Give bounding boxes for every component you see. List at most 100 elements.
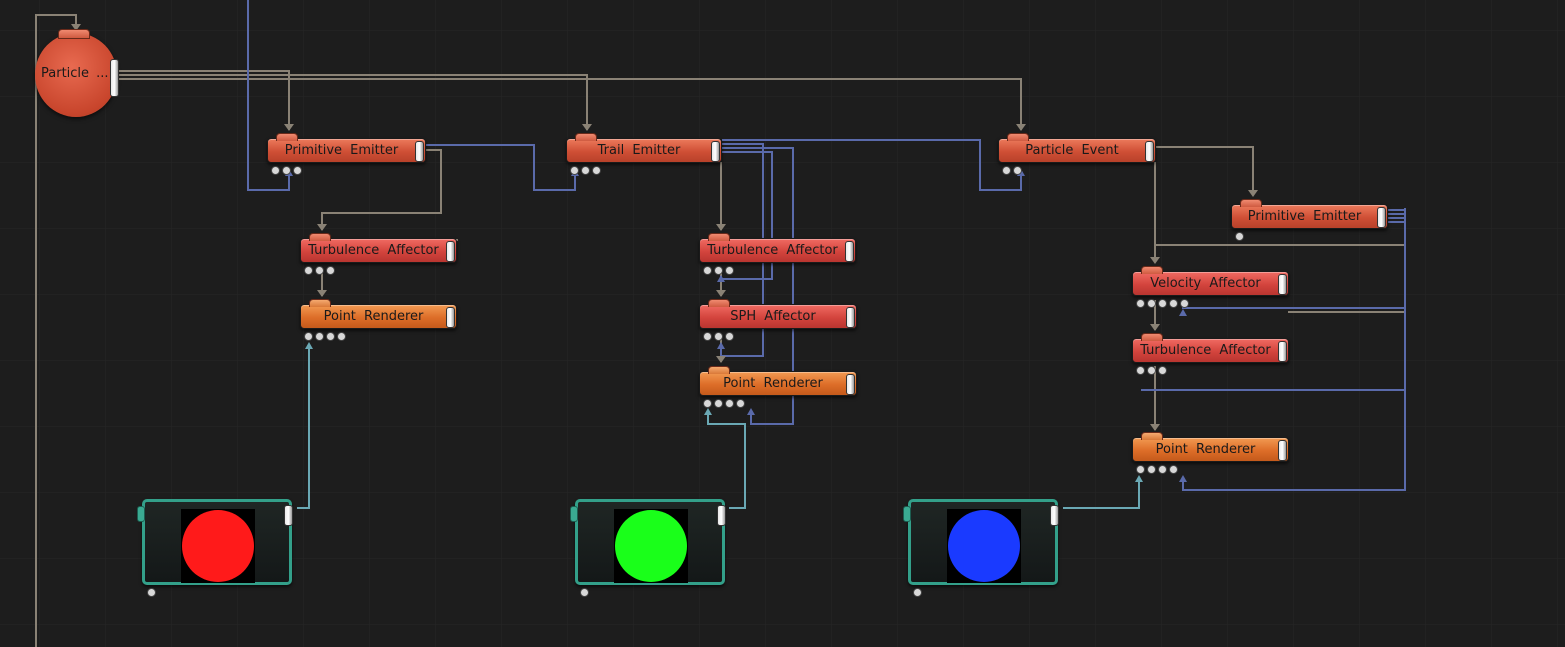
node-input-tab[interactable] — [309, 299, 331, 307]
param-port[interactable] — [592, 166, 601, 175]
param-port[interactable] — [271, 166, 280, 175]
param-port[interactable] — [1136, 465, 1145, 474]
node-output-handle[interactable] — [446, 241, 455, 262]
node-output-handle[interactable] — [846, 374, 855, 395]
node-input-tab[interactable] — [1240, 199, 1262, 207]
node-input-tab[interactable] — [708, 366, 730, 374]
param-port[interactable] — [1158, 299, 1167, 308]
node-input-tab[interactable] — [276, 133, 298, 141]
node-label: Point Renderer — [1155, 442, 1256, 457]
node-output-handle[interactable] — [1278, 440, 1287, 461]
param-port[interactable] — [315, 332, 324, 341]
param-port[interactable] — [1235, 232, 1244, 241]
point-renderer-node[interactable]: Point Renderer — [300, 299, 457, 341]
node-input-tab[interactable] — [309, 233, 331, 241]
param-port[interactable] — [326, 332, 335, 341]
velocity-affector-node[interactable]: Velocity Affector — [1132, 266, 1289, 308]
node-output-handle[interactable] — [717, 505, 726, 526]
primitive-emitter-node[interactable]: Primitive Emitter — [1231, 199, 1388, 241]
param-port[interactable] — [714, 399, 723, 408]
param-port[interactable] — [1180, 299, 1189, 308]
param-port[interactable] — [304, 332, 313, 341]
node-input-tab[interactable] — [1007, 133, 1029, 141]
param-port[interactable] — [337, 332, 346, 341]
param-port[interactable] — [1158, 465, 1167, 474]
red-circle-image — [182, 510, 254, 582]
param-port[interactable] — [1147, 465, 1156, 474]
turbulence-affector-node[interactable]: Turbulence Affector — [300, 233, 457, 275]
image-node[interactable] — [137, 499, 293, 597]
node-input-tab[interactable] — [137, 506, 145, 522]
param-port[interactable] — [293, 166, 302, 175]
node-output-handle[interactable] — [711, 141, 720, 162]
turbulence-affector-node[interactable]: Turbulence Affector — [1132, 333, 1289, 375]
param-port[interactable] — [1158, 366, 1167, 375]
trail-emitter-node[interactable]: Trail Emitter — [566, 133, 722, 175]
param-port[interactable] — [725, 332, 734, 341]
node-output-handle[interactable] — [1278, 341, 1287, 362]
node-input-tab[interactable] — [1141, 266, 1163, 274]
param-port[interactable] — [1169, 299, 1178, 308]
param-port[interactable] — [725, 399, 734, 408]
param-port[interactable] — [304, 266, 313, 275]
param-port[interactable] — [1169, 465, 1178, 474]
param-port[interactable] — [703, 399, 712, 408]
param-wires — [247, 0, 1406, 491]
node-label: Particle ... — [41, 66, 109, 81]
node-output-handle[interactable] — [415, 141, 424, 162]
node-output-handle[interactable] — [1145, 141, 1154, 162]
point-renderer-node[interactable]: Point Renderer — [699, 366, 857, 408]
node-input-tab[interactable] — [708, 299, 730, 307]
param-port[interactable] — [326, 266, 335, 275]
node-output-handle[interactable] — [846, 307, 855, 328]
param-port[interactable] — [1147, 299, 1156, 308]
node-output-handle[interactable] — [845, 241, 854, 262]
param-port[interactable] — [315, 266, 324, 275]
node-input-tab[interactable] — [575, 133, 597, 141]
node-output-handle[interactable] — [1377, 207, 1386, 228]
node-input-tab[interactable] — [1141, 432, 1163, 440]
param-port[interactable] — [714, 332, 723, 341]
param-port[interactable] — [282, 166, 291, 175]
param-port[interactable] — [1013, 166, 1022, 175]
param-port[interactable] — [570, 166, 579, 175]
point-renderer-node[interactable]: Point Renderer — [1132, 432, 1289, 474]
param-port[interactable] — [581, 166, 590, 175]
particle-event-node[interactable]: Particle Event — [998, 133, 1156, 175]
param-port[interactable] — [913, 588, 922, 597]
param-port[interactable] — [1136, 299, 1145, 308]
param-port[interactable] — [703, 332, 712, 341]
image-wires — [297, 345, 1140, 509]
node-output-handle[interactable] — [110, 59, 119, 97]
param-port[interactable] — [703, 266, 712, 275]
image-thumbnail — [181, 509, 255, 583]
primitive-emitter-node[interactable]: Primitive Emitter — [267, 133, 426, 175]
image-node[interactable] — [570, 499, 726, 597]
param-port[interactable] — [1147, 366, 1156, 375]
param-port[interactable] — [147, 588, 156, 597]
param-port[interactable] — [736, 399, 745, 408]
node-input-tab[interactable] — [708, 233, 730, 241]
param-port[interactable] — [580, 588, 589, 597]
node-output-handle[interactable] — [1050, 505, 1059, 526]
node-input-tab[interactable] — [1141, 333, 1163, 341]
param-port[interactable] — [1136, 366, 1145, 375]
turbulence-affector-node[interactable]: Turbulence Affector — [699, 233, 856, 275]
sph-affector-node[interactable]: SPH Affector — [699, 299, 857, 341]
param-port[interactable] — [725, 266, 734, 275]
node-output-handle[interactable] — [446, 307, 455, 328]
node-label: Turbulence Affector — [707, 243, 838, 258]
node-output-handle[interactable] — [284, 505, 293, 526]
node-label: SPH Affector — [730, 309, 816, 324]
param-port[interactable] — [1002, 166, 1011, 175]
image-arrows — [305, 342, 1143, 482]
param-port[interactable] — [714, 266, 723, 275]
node-input-tab[interactable] — [903, 506, 911, 522]
node-label: Point Renderer — [723, 376, 823, 391]
node-label: Turbulence Affector — [1140, 343, 1271, 358]
node-input-tab[interactable] — [570, 506, 578, 522]
node-input-tab[interactable] — [58, 29, 90, 39]
node-output-handle[interactable] — [1278, 274, 1287, 295]
image-node[interactable] — [903, 499, 1059, 597]
particle-system-node[interactable]: Particle ... — [35, 29, 119, 117]
